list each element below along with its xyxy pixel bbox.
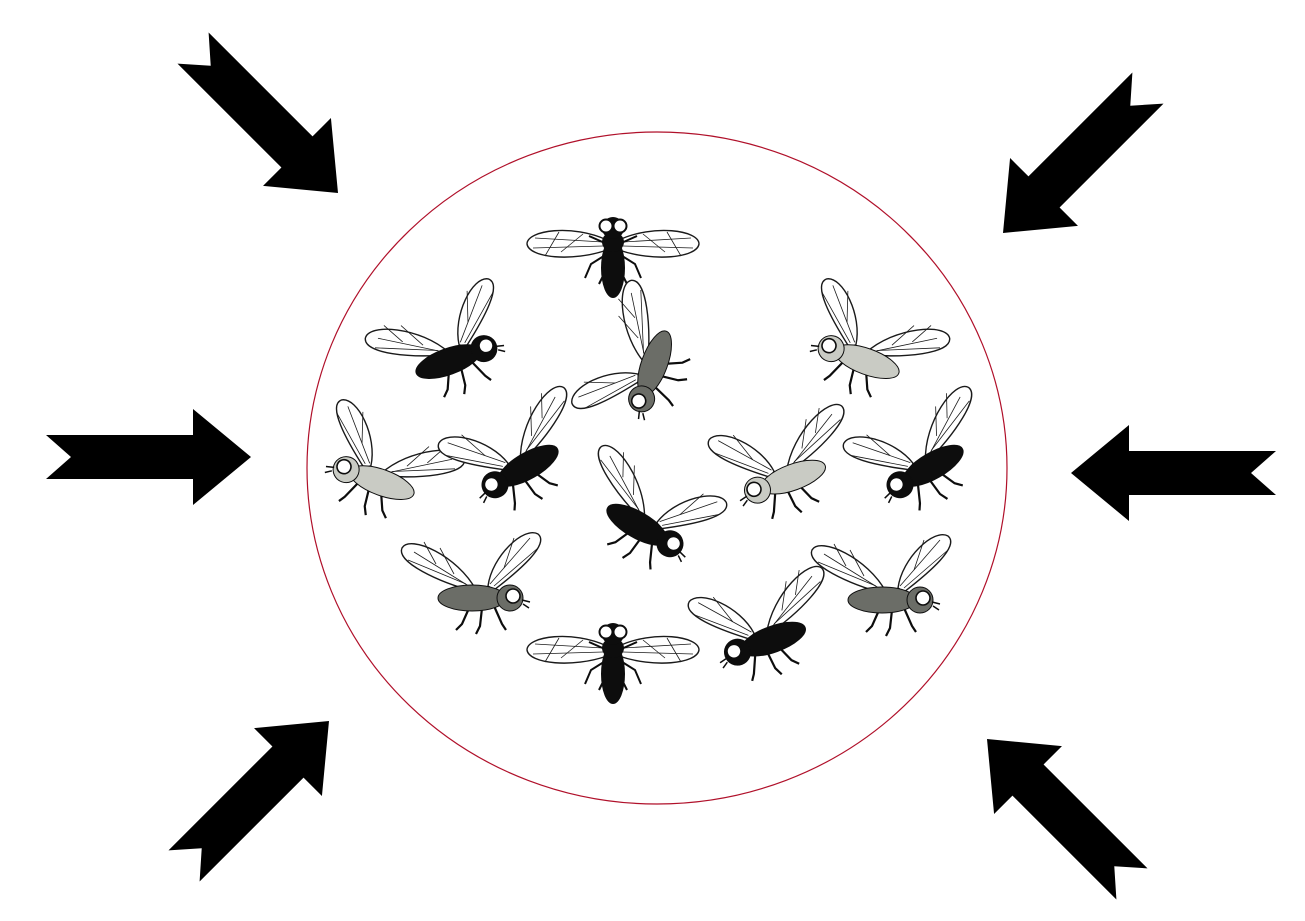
fly-lower-right-inner [686,554,852,697]
arrows-group [46,14,1276,918]
fly-upper-left [360,277,526,420]
fly-lower-right [811,535,950,636]
arrow-bottom-left [150,687,363,900]
arrow-top-left [159,14,372,227]
fly-mid-left [305,398,471,541]
fly-top-center [527,217,699,298]
fly-upper-right [790,277,956,420]
fly-mid-right-inner [706,392,872,535]
arrow-left [46,409,251,505]
fly-center [558,433,729,590]
fly-lower-left [401,533,540,634]
fly-mid-right [841,374,1012,531]
flies-group [305,217,1012,704]
arrow-bottom-right [953,705,1166,918]
fly-center-upper [570,275,713,441]
arrow-right [1071,425,1276,521]
arrow-top-right [969,54,1182,267]
fly-bottom-center [527,623,699,704]
